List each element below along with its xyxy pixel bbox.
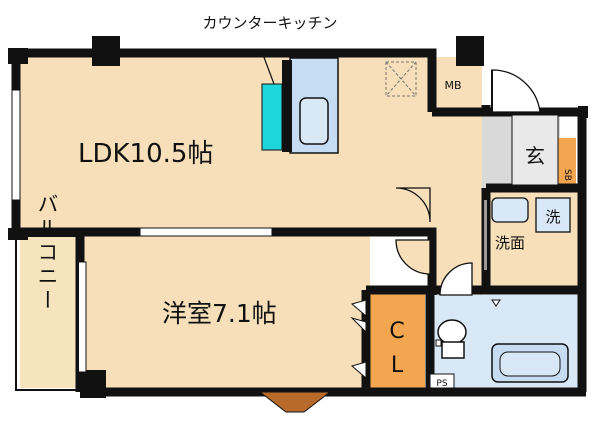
pipe-space-label: PS — [436, 379, 447, 389]
entrance-step — [511, 114, 559, 186]
kitchen-partition — [282, 60, 292, 152]
washroom-label: 洗面 — [495, 234, 525, 252]
closet-c-label: C — [389, 319, 404, 344]
ldk-label: LDK10.5帖 — [78, 139, 213, 169]
closet-floor — [370, 293, 425, 388]
kitchen-callout-label: カウンターキッチン — [202, 14, 337, 32]
shoe-box-floor — [558, 138, 576, 184]
fridge-space — [385, 61, 417, 97]
balcony-floor — [20, 236, 78, 388]
hallway-floor — [432, 115, 482, 295]
meter-box-label: MB — [444, 79, 461, 92]
main-entrance-mark — [258, 391, 332, 413]
toilet-bowl — [437, 319, 467, 345]
structural-columns — [8, 36, 588, 398]
kitchen-callout-line — [261, 51, 275, 85]
balcony-outline — [15, 235, 79, 391]
washer-space — [535, 197, 571, 233]
western-room-floor — [84, 236, 370, 388]
washer-label: 洗 — [545, 208, 560, 226]
pipe-space-box — [429, 373, 455, 389]
entrance-label: 玄 — [525, 144, 545, 168]
toilet-tank — [441, 341, 465, 359]
sliding-door-wash — [484, 200, 487, 270]
door-swings — [395, 69, 541, 296]
shoe-box-label: SB — [562, 169, 572, 181]
kitchen-sink — [299, 97, 329, 145]
western-room-label: 洋室7.1帖 — [162, 299, 277, 328]
closet-door-marks — [350, 299, 367, 380]
closet-l-label: L — [391, 353, 404, 378]
wash-basin — [491, 197, 529, 223]
ldk-floor — [20, 57, 432, 229]
kitchen-counter-top — [261, 83, 283, 151]
meter-box-floor — [432, 57, 482, 115]
balcony-label: バルコニー — [35, 193, 59, 313]
